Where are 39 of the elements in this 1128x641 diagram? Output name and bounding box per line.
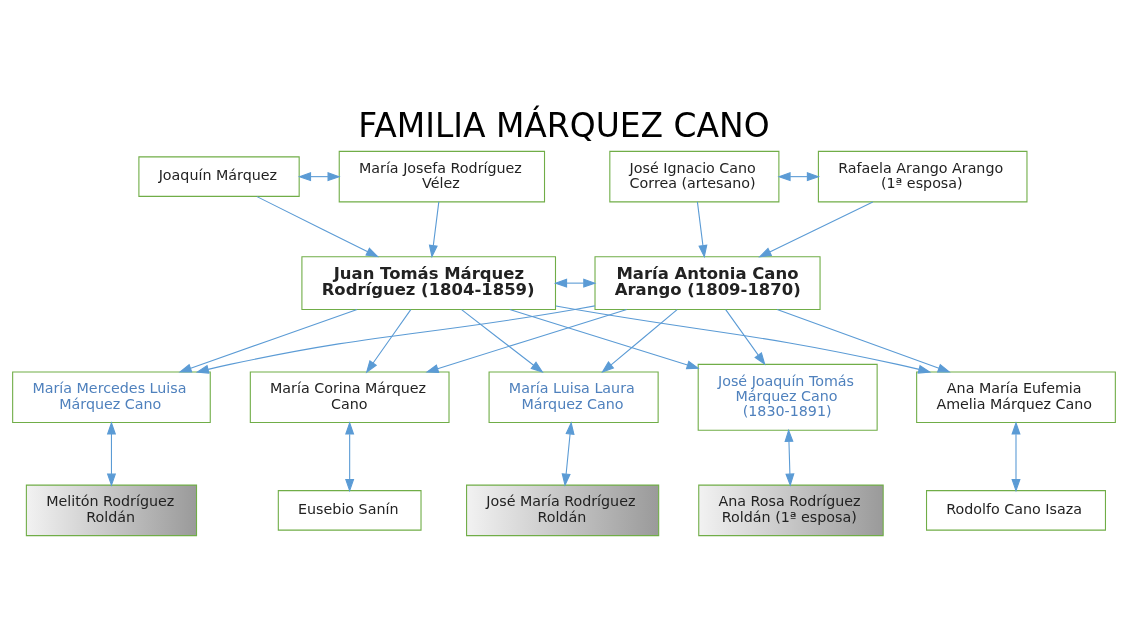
- node-box: María Mercedes Luisa Márquez Cano: [12, 371, 211, 423]
- node-box: Eusebio Sanín: [277, 489, 422, 531]
- arrow: [555, 305, 932, 374]
- diagram-title: FAMILIA MÁRQUEZ CANO: [358, 105, 770, 145]
- node-box: María Luisa Laura Márquez Cano: [488, 371, 659, 423]
- node-box: María Corina Márquez Cano: [249, 371, 450, 423]
- arrow: [345, 420, 355, 492]
- node-box: María Antonia Cano Arango (1809-1870): [594, 255, 821, 310]
- node-box: José Ignacio Cano Correa (artesano): [609, 150, 780, 202]
- arrow: [195, 304, 596, 374]
- arrow: [601, 308, 678, 373]
- arrow: [725, 308, 766, 365]
- arrow: [425, 308, 628, 373]
- node-box: Melitón Rodríguez Roldán: [25, 484, 198, 536]
- node-box: Joaquín Márquez: [138, 155, 300, 197]
- node-box: Ana Rosa Rodríguez Roldán (1ª esposa): [698, 484, 884, 536]
- arrow: [428, 200, 440, 258]
- arrow: [553, 278, 597, 288]
- node-box: José Joaquín Tomás Márquez Cano (1830-1891): [697, 363, 878, 431]
- node-box: José María Rodríguez Roldán: [466, 484, 660, 536]
- arrow: [178, 308, 358, 373]
- node-box: Rodolfo Cano Isaza: [926, 489, 1106, 531]
- arrow: [297, 171, 341, 181]
- arrow: [461, 308, 544, 373]
- arrow: [561, 420, 575, 487]
- arrow: [777, 171, 821, 181]
- arrow: [1011, 420, 1021, 492]
- arrow: [365, 308, 412, 373]
- arrow: [106, 420, 117, 487]
- arrow: [758, 200, 874, 257]
- node-box: María Josefa Rodríguez Vélez: [338, 150, 546, 202]
- arrow: [696, 200, 708, 258]
- arrow: [784, 428, 795, 487]
- node-box: Ana María Eufemia Amelia Márquez Cano: [916, 371, 1116, 423]
- arrow: [509, 308, 700, 369]
- node-box: Rafaela Arango Arango (1ª esposa): [817, 150, 1028, 202]
- arrow: [256, 195, 380, 257]
- node-box: Juan Tomás Márquez Rodríguez (1804-1859): [301, 255, 557, 310]
- arrow: [776, 308, 951, 373]
